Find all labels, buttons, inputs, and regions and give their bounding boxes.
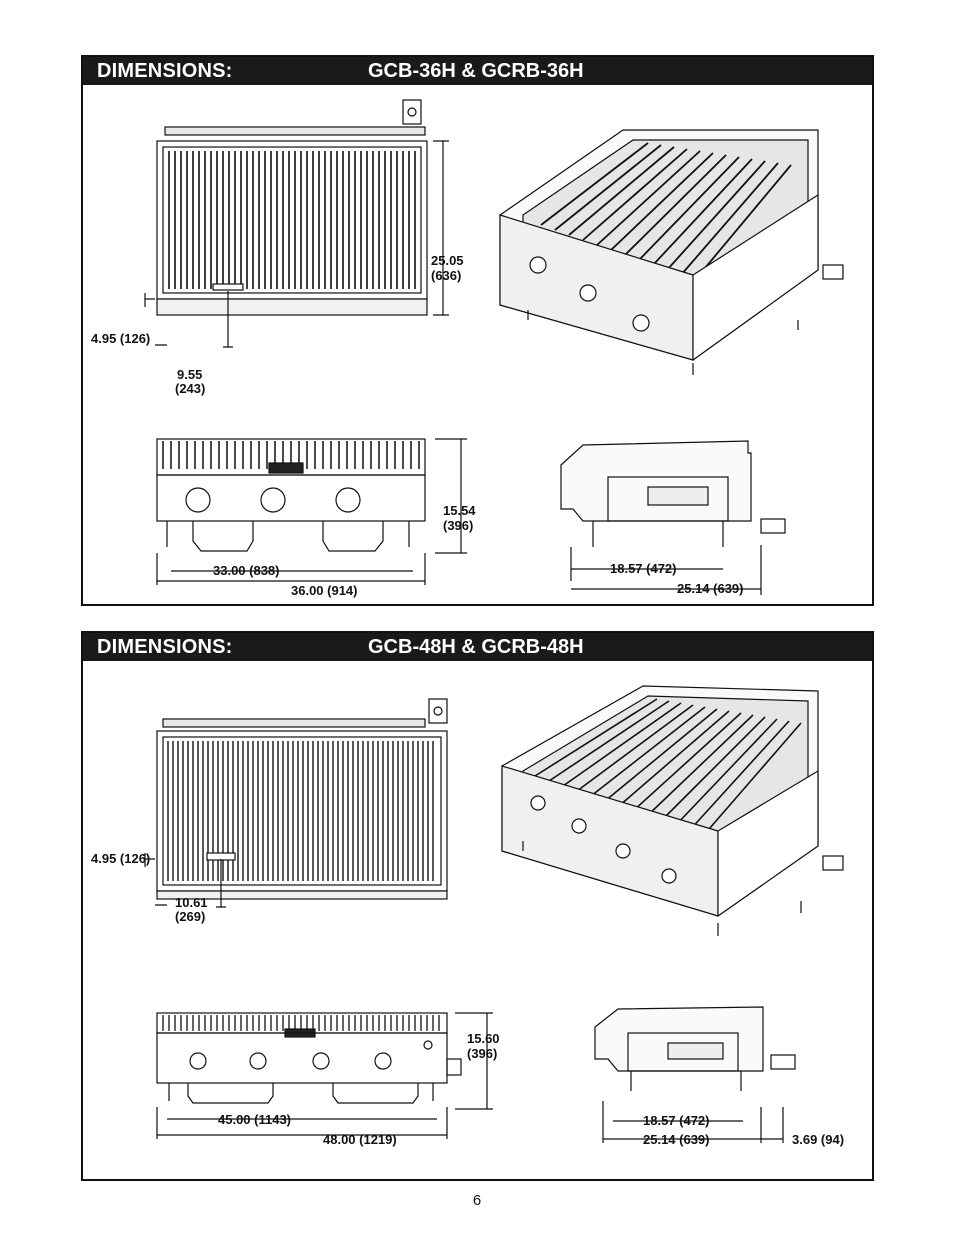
section-label: DIMENSIONS: bbox=[97, 60, 233, 82]
section-model: GCB-48H & GCRB-48H bbox=[368, 636, 584, 658]
dim-knob-offset-mm: (243) bbox=[175, 381, 205, 396]
dim-side-depth: 18.57 (472) bbox=[610, 561, 677, 576]
section-header: DIMENSIONS: GCB-48H & GCRB-48H bbox=[83, 633, 872, 661]
dim-depth: 25.05 bbox=[431, 253, 464, 268]
section-label: DIMENSIONS: bbox=[97, 636, 233, 658]
dimension-labels: 25.05 (636) 4.95 (126) 9.55 (243) 15.54 … bbox=[91, 253, 744, 598]
page-number: 6 bbox=[472, 1192, 482, 1209]
dim-inner-width: 45.00 (1143) bbox=[218, 1112, 291, 1127]
dim-height: 15.60 bbox=[467, 1031, 500, 1046]
dim-knob-offset: 10.61 bbox=[175, 895, 208, 910]
dim-knob-offset: 9.55 bbox=[177, 367, 202, 382]
dim-overall-width: 48.00 (1219) bbox=[323, 1132, 397, 1147]
front-view bbox=[156, 438, 467, 585]
dim-side-depth: 18.57 (472) bbox=[643, 1113, 710, 1128]
dim-inner-width: 33.00 (838) bbox=[213, 563, 280, 578]
dimensions-panel-48: DIMENSIONS: GCB-48H & GCRB-48H bbox=[81, 631, 874, 1181]
technical-drawing-48: 4.95 (126) 10.61 (269) 15.60 (396) 45.00… bbox=[91, 685, 844, 1147]
iso-view bbox=[499, 129, 844, 375]
dim-side-overall: 25.14 (639) bbox=[677, 581, 744, 596]
dim-overall-width: 36.00 (914) bbox=[291, 583, 358, 598]
dim-burner-front: 4.95 (126) bbox=[91, 851, 150, 866]
top-view bbox=[144, 698, 448, 908]
dimension-labels: 4.95 (126) 10.61 (269) 15.60 (396) 45.00… bbox=[91, 851, 844, 1147]
dim-height-mm: (396) bbox=[443, 518, 473, 533]
section-model: GCB-36H & GCRB-36H bbox=[368, 60, 584, 82]
technical-drawing-36: 25.05 (636) 4.95 (126) 9.55 (243) 15.54 … bbox=[91, 99, 844, 598]
dim-burner-front: 4.95 (126) bbox=[91, 331, 150, 346]
grate-bars bbox=[168, 151, 416, 289]
dimensions-panel-36: DIMENSIONS: GCB-36H & GCRB-36H bbox=[81, 55, 874, 606]
dim-knob-offset-mm: (269) bbox=[175, 909, 205, 924]
top-view bbox=[144, 99, 449, 348]
dim-gas-connection: 3.69 (94) bbox=[792, 1132, 844, 1147]
dim-height-mm: (396) bbox=[467, 1046, 497, 1061]
section-header: DIMENSIONS: GCB-36H & GCRB-36H bbox=[83, 57, 872, 85]
dim-side-overall: 25.14 (639) bbox=[643, 1132, 710, 1147]
iso-view bbox=[501, 685, 844, 936]
side-view bbox=[560, 440, 786, 595]
dim-height: 15.54 bbox=[443, 503, 476, 518]
dim-depth-mm: (636) bbox=[431, 268, 461, 283]
side-view bbox=[594, 1006, 796, 1143]
front-view bbox=[156, 1012, 493, 1139]
